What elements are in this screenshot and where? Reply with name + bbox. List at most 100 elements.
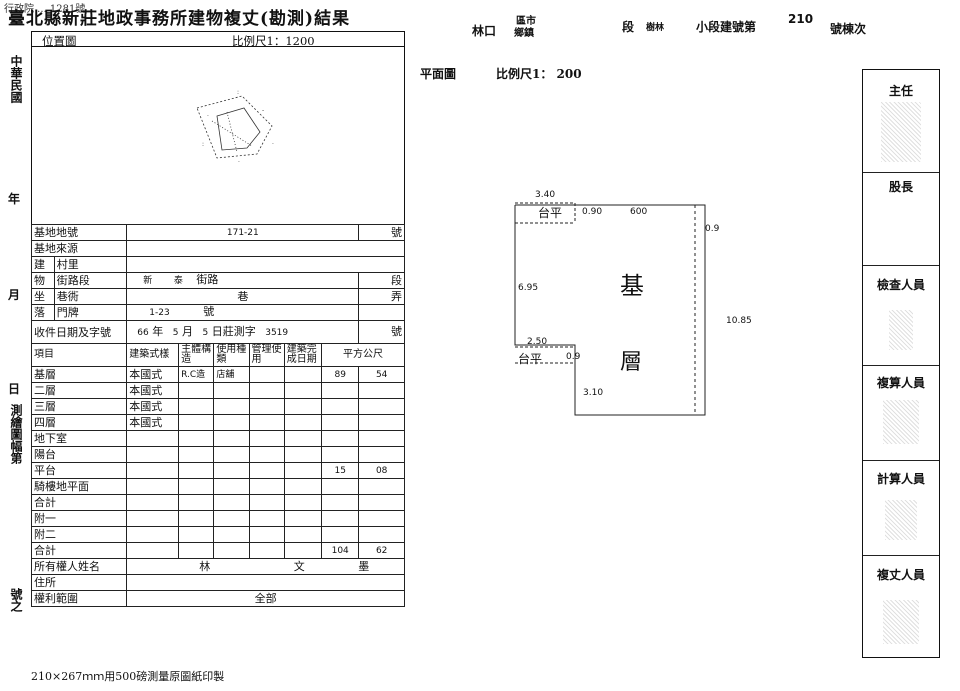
floor-item: 騎樓地平面 xyxy=(30,478,128,495)
owner-name-2: 文 xyxy=(293,559,305,573)
floor-area-d: 62 xyxy=(358,542,405,559)
addr-street: 街路段 xyxy=(53,272,128,289)
floor-row: 陽台 xyxy=(30,446,405,463)
floor-area-d xyxy=(358,526,405,543)
dim-bottom: 3.10 xyxy=(583,388,604,398)
location-map-area: .: - .:. xyxy=(31,46,405,224)
location-map-label: 位置圖 xyxy=(42,34,77,48)
addr-group-3: 坐 xyxy=(31,288,55,305)
floor-style xyxy=(126,542,180,559)
floor-use xyxy=(213,398,250,415)
row-base-lot: 基地地號 171-21 號 xyxy=(30,224,405,241)
street-val-3: 街路 xyxy=(196,273,219,287)
street-suffix: 段 xyxy=(358,272,405,289)
receive-no: 3519 xyxy=(265,327,289,338)
col-area: 平方公尺 xyxy=(321,343,405,367)
floor-area-d: 54 xyxy=(358,366,405,383)
official-director: 主任 xyxy=(888,84,913,98)
floor-struct xyxy=(178,382,215,399)
location-map-scale: 比例尺1：1200 xyxy=(232,34,315,48)
addr-group-1: 建 xyxy=(31,256,55,273)
township-suffix: 鄉鎮 xyxy=(514,28,534,39)
col-item: 項目 xyxy=(30,343,128,367)
floor-struct xyxy=(178,542,215,559)
floor-row: 四層本國式 xyxy=(30,414,405,431)
floor-struct xyxy=(178,510,215,527)
floor-style xyxy=(126,526,180,543)
floor-struct xyxy=(178,446,215,463)
street-val-1: 新 xyxy=(143,276,153,286)
dim-top-label: 台平 xyxy=(538,206,563,220)
dim-d3: 0.9 xyxy=(705,224,720,234)
row-base-source: 基地來源 xyxy=(30,240,405,257)
floor-area-i: 104 xyxy=(321,542,360,559)
receive-suffix: 號 xyxy=(358,320,405,344)
address-label: 住所 xyxy=(30,574,128,591)
floor-item: 合計 xyxy=(30,494,128,511)
svg-text:.: . xyxy=(272,139,274,146)
official-inspector: 檢查人員 xyxy=(876,278,925,292)
svg-text::: : xyxy=(202,141,204,148)
floor-style: 本國式 xyxy=(126,382,180,399)
owner-name-3: 墨 xyxy=(358,559,370,573)
plan-label: 平面圖 xyxy=(420,67,457,81)
official-section-chief: 股長 xyxy=(888,180,913,194)
floor-area-d xyxy=(358,478,405,495)
floor-area-i xyxy=(321,478,360,495)
addr-door: 門牌 xyxy=(53,304,128,321)
floor-area-d xyxy=(358,494,405,511)
floor-style: 本國式 xyxy=(126,414,180,431)
location-map-header: 位置圖 比例尺1：1200 xyxy=(31,31,405,48)
floor-style xyxy=(126,430,180,447)
floor-style xyxy=(126,494,180,511)
svg-text:-: - xyxy=(262,107,264,114)
floor-use xyxy=(213,382,250,399)
official-recalculator: 複算人員 xyxy=(876,376,925,390)
receive-mm: 5 xyxy=(172,327,179,338)
floor-area-i xyxy=(321,510,360,527)
floor-row: 合計 xyxy=(30,494,405,511)
floor-struct xyxy=(178,494,215,511)
floor-style: 本國式 xyxy=(126,398,180,415)
location-sketch: .: - .:. xyxy=(196,89,274,164)
receive-label: 收件日期及字號 xyxy=(30,320,128,344)
svg-text::: : xyxy=(237,89,239,96)
lane-suffix: 弄 xyxy=(358,288,405,305)
official-surveyor: 複丈人員 xyxy=(876,568,925,582)
floor-struct xyxy=(178,478,215,495)
city-suffix: 區市 xyxy=(516,16,536,27)
floor-style: 本國式 xyxy=(126,366,180,383)
dim-top-left: 3.40 xyxy=(535,190,556,200)
floor-area-i xyxy=(321,398,360,415)
rights-label: 權利範圍 xyxy=(30,590,128,607)
dim-low-label: 台平 xyxy=(518,352,543,366)
header-right: 林口 區市 鄉鎮 段 樹林 小段建號第 210 號棟次 xyxy=(470,12,870,40)
receive-yy: 66 xyxy=(137,327,149,338)
dim-mid-w: 2.50 xyxy=(527,337,548,347)
floor-use xyxy=(213,526,250,543)
floor-row: 附二 xyxy=(30,526,405,543)
receive-dd: 5 xyxy=(202,327,209,338)
floor-use xyxy=(213,446,250,463)
floor-item: 基層 xyxy=(30,366,128,383)
base-source-value xyxy=(126,240,405,257)
side-label-sheet: 測繪圖幅第 xyxy=(9,404,23,464)
officials-box: 主任 股長 檢查人員 複算人員 計算人員 複丈人員 xyxy=(862,69,940,658)
official-calculator: 計算人員 xyxy=(876,472,925,486)
svg-text:.: . xyxy=(207,111,209,118)
section-name: 樹林 xyxy=(646,23,665,33)
svg-text:.: . xyxy=(238,157,240,164)
floor-area-i xyxy=(321,430,360,447)
floor-area-i xyxy=(321,382,360,399)
floor-area-d xyxy=(358,430,405,447)
township: 林口 xyxy=(472,24,497,38)
floor-use xyxy=(213,542,250,559)
section-prefix: 段 xyxy=(622,20,635,34)
floor-item: 地下室 xyxy=(30,430,128,447)
floor-use xyxy=(213,478,250,495)
floor-style xyxy=(126,510,180,527)
owner-label: 所有權人姓名 xyxy=(30,558,128,575)
building-no: 210 xyxy=(788,12,814,26)
addr-village: 村里 xyxy=(53,256,128,273)
